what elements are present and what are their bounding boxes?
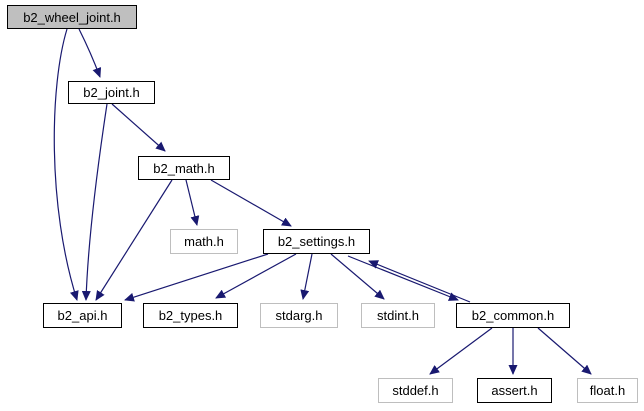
edge-wheel-joint-to-api (53, 28, 79, 301)
edge-common-to-float (537, 327, 592, 375)
node-assert-h[interactable]: assert.h (477, 378, 552, 403)
edge-common-to-stddef (429, 327, 493, 375)
node-float-h: float.h (577, 378, 638, 403)
node-stddef-h: stddef.h (378, 378, 453, 403)
node-stdint-h: stdint.h (361, 303, 435, 328)
node-stdarg-h: stdarg.h (260, 303, 338, 328)
node-b2-math-h[interactable]: b2_math.h (138, 156, 230, 180)
edge-math-to-settings (210, 179, 292, 227)
edge-settings-to-api (124, 253, 269, 302)
node-b2-api-h[interactable]: b2_api.h (43, 303, 122, 328)
node-b2-types-h[interactable]: b2_types.h (143, 303, 238, 328)
edge-common-to-settings (368, 260, 471, 303)
edge-joint-to-math (111, 103, 166, 152)
node-b2-wheel-joint-h: b2_wheel_joint.h (7, 5, 137, 29)
edge-joint-to-api (81, 103, 108, 301)
edge-settings-to-types (215, 253, 297, 299)
node-b2-common-h[interactable]: b2_common.h (456, 303, 570, 328)
edge-settings-to-stdint (330, 253, 385, 300)
node-b2-joint-h[interactable]: b2_joint.h (68, 81, 155, 104)
node-math-h: math.h (170, 229, 238, 254)
edge-math-to-api (95, 179, 173, 301)
edge-wheel-joint-to-joint (78, 28, 102, 78)
edge-settings-to-common (347, 255, 459, 301)
edge-math-to-math-h (185, 179, 200, 226)
node-b2-settings-h[interactable]: b2_settings.h (263, 229, 370, 254)
edge-settings-to-stdarg (300, 253, 313, 300)
